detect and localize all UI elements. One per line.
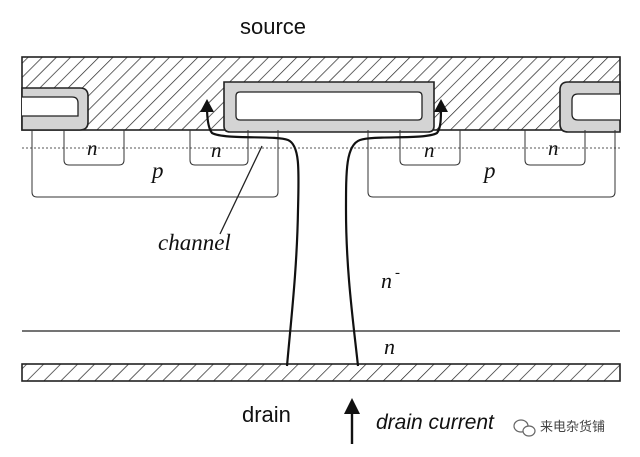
- n-well-label-2: n: [211, 138, 222, 162]
- drain-label: drain: [242, 402, 291, 427]
- channel-pointer: [219, 145, 263, 235]
- n-well-label-1: n: [87, 136, 98, 160]
- current-flow-left: [200, 99, 300, 367]
- arrow-up-icon: [434, 99, 448, 112]
- arrow-up-icon: [344, 398, 360, 414]
- p-body-right: [367, 130, 616, 198]
- drain-current-arrow: [344, 398, 360, 444]
- n-substrate-label: n: [384, 334, 395, 359]
- source-label: source: [240, 14, 306, 39]
- n-minus-label: n: [381, 268, 392, 293]
- n-wells: [63, 130, 586, 166]
- watermark: 来电杂货铺: [513, 419, 605, 437]
- n-minus-superscript: -: [395, 265, 400, 281]
- n-well-label-4: n: [548, 136, 559, 160]
- n-well-label-3: n: [424, 138, 435, 162]
- arrow-up-icon: [200, 99, 214, 112]
- gate-structures: [21, 81, 621, 133]
- wechat-icon: [513, 419, 536, 437]
- p-body-left: [31, 130, 279, 198]
- watermark-text: 来电杂货铺: [540, 419, 605, 435]
- channel-label: channel: [158, 230, 231, 255]
- current-flow-right: [344, 99, 448, 367]
- drain-current-label: drain current: [376, 411, 495, 434]
- p-body-label-left: p: [150, 158, 164, 183]
- drain-metal: [21, 363, 621, 382]
- p-body-label-right: p: [482, 158, 496, 183]
